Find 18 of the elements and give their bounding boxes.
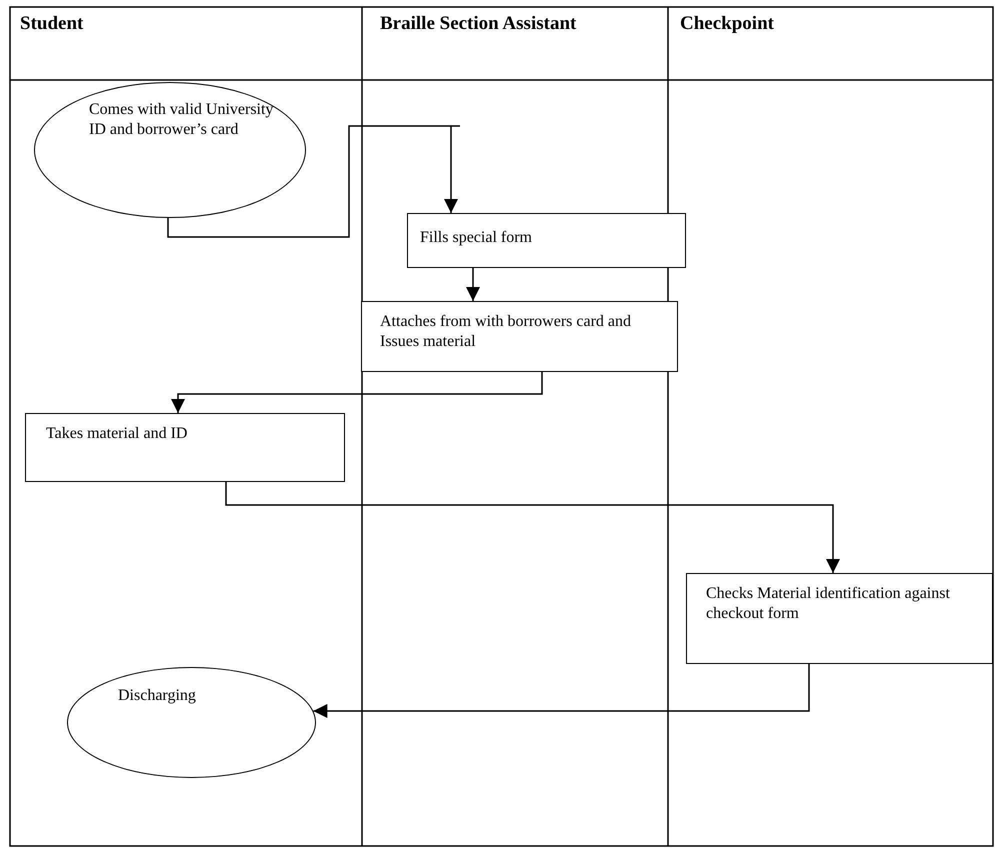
arrow <box>171 372 543 413</box>
node-text: Fills special form <box>420 228 533 248</box>
process-box <box>25 413 345 482</box>
process-box <box>407 213 686 268</box>
column-header: Student <box>20 12 84 36</box>
process-box <box>686 573 993 664</box>
arrow <box>313 664 810 718</box>
node-text: Attaches from with borrowers card and Issues material <box>380 312 632 352</box>
arrow <box>167 125 458 238</box>
node-text: Discharging <box>118 686 197 706</box>
arrow <box>466 268 480 301</box>
node-text: Comes with valid University ID and borrower’s card <box>89 100 274 140</box>
node-text: Checks Material identification against checkout form <box>706 584 951 624</box>
process-box <box>361 301 678 372</box>
column-header: Braille Section Assistant <box>380 12 578 36</box>
node-text: Takes material and ID <box>46 424 188 444</box>
column-header: Checkpoint <box>680 12 775 36</box>
arrow <box>225 482 840 573</box>
